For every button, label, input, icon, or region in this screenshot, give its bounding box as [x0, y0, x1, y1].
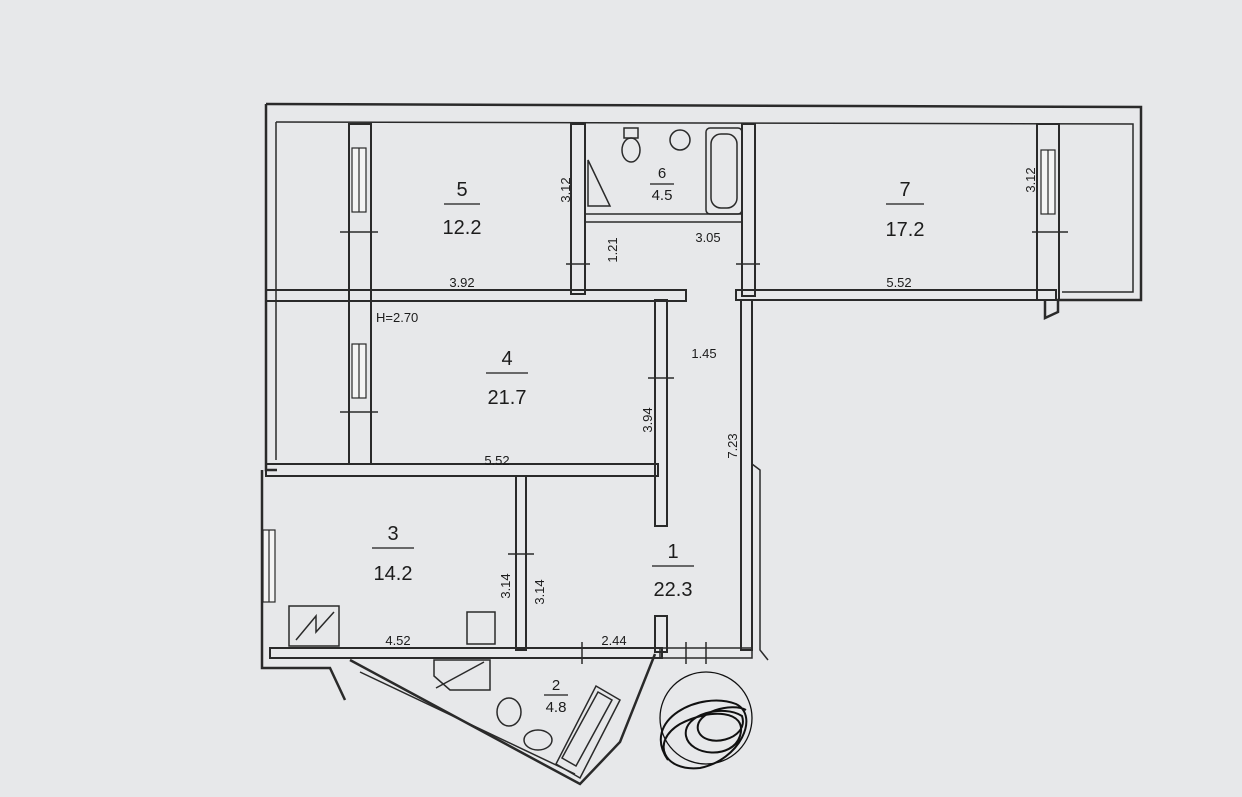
dim-room1-height: 3.14: [532, 579, 547, 604]
dim-room3-width: 4.52: [385, 633, 410, 648]
room-5-number: 5: [456, 179, 467, 201]
dim-bath-width: 3.05: [695, 230, 720, 245]
room-5-area: 12.2: [443, 217, 482, 239]
dim-corridor-small: 1.21: [605, 237, 620, 262]
dim-room5-height: 3.12: [558, 177, 573, 202]
room-2-number: 2: [552, 677, 560, 694]
dim-room7-width: 5.52: [886, 275, 911, 290]
interior-walls: [265, 123, 1060, 661]
room-7-area: 17.2: [886, 219, 925, 241]
dim-room4-width: 5.52: [484, 453, 509, 468]
fixtures: [288, 127, 743, 780]
dim-room4-height: 3.94: [640, 407, 655, 432]
room-7-number: 7: [899, 179, 910, 201]
dimension-labels: 3.92 3.12 3.05 1.21 5.52 3.12 5.52 3.94 …: [385, 167, 1038, 648]
ceiling-height-label: H=2.70: [376, 310, 418, 325]
room-1-number: 1: [667, 541, 678, 563]
room-3-number: 3: [387, 523, 398, 545]
room-2-area: 4.8: [546, 699, 567, 716]
room-4-area: 21.7: [488, 387, 527, 409]
door-marks: [340, 231, 1068, 664]
dim-room7-height: 3.12: [1023, 167, 1038, 192]
room-labels: 5 12.2 6 4.5 7 17.2 4 21.7 3 14.2 1 22.3…: [372, 165, 924, 716]
dim-room1-width: 2.44: [601, 633, 626, 648]
dim-room3-height: 3.14: [498, 573, 513, 598]
dim-corridor-width: 1.45: [691, 346, 716, 361]
room-6-number: 6: [658, 165, 666, 182]
scribble-mark: [659, 671, 753, 770]
room-4-number: 4: [501, 348, 512, 370]
room-3-area: 14.2: [374, 563, 413, 585]
room-1-area: 22.3: [654, 579, 693, 601]
dim-room5-width: 3.92: [449, 275, 474, 290]
windows: [262, 147, 1056, 603]
dim-corridor-length: 7.23: [725, 433, 740, 458]
room-6-area: 4.5: [652, 187, 673, 204]
